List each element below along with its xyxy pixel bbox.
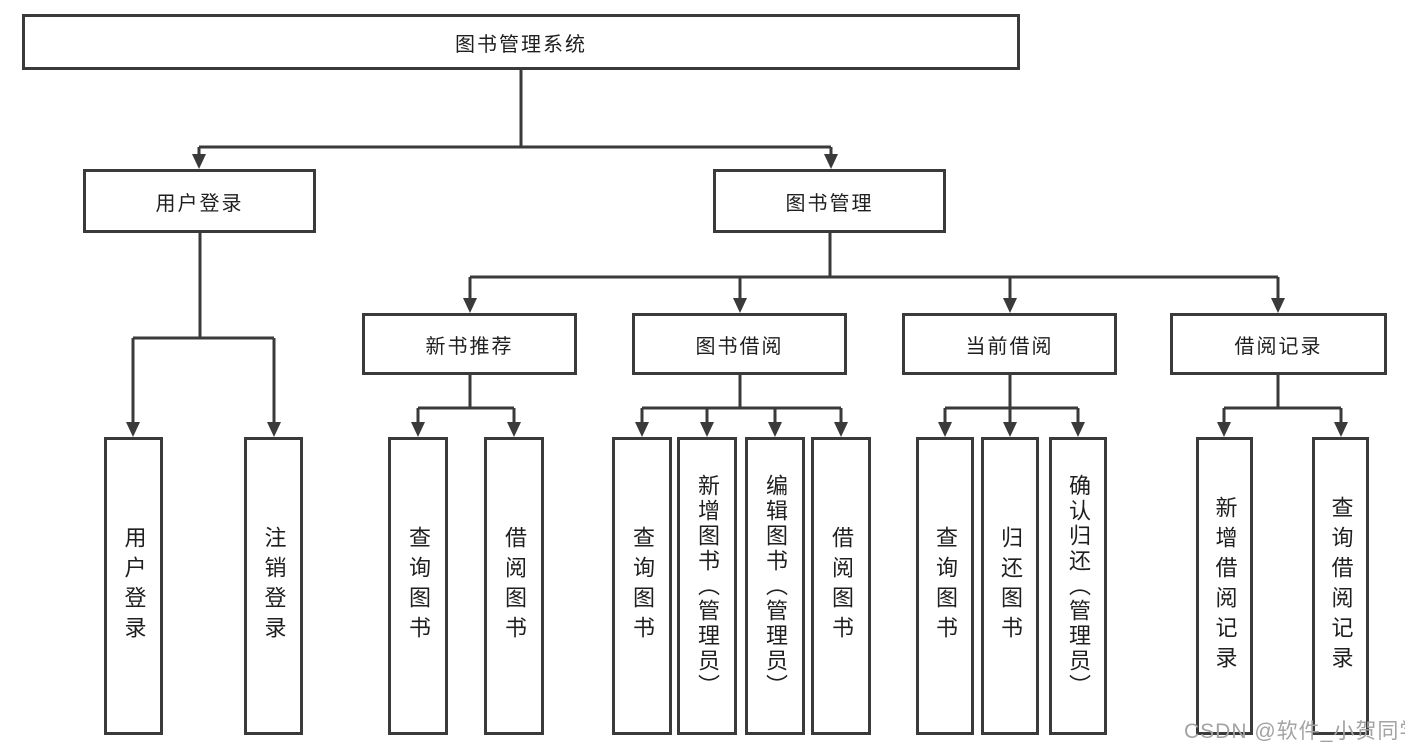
node-borrow-records: 借阅记录 — [1170, 313, 1387, 375]
leaf-query-books-recommend: 查询图书 — [388, 437, 448, 735]
down-arrow-icon — [1271, 298, 1285, 313]
down-arrow-icon — [635, 422, 649, 437]
down-arrow-icon — [1003, 298, 1017, 313]
connector-user-login-to-leaves — [126, 233, 281, 437]
connector-root-to-level2 — [192, 70, 838, 169]
down-arrow-icon — [126, 422, 140, 437]
leaf-query-books-borrow: 查询图书 — [612, 437, 672, 735]
connector-book-borrow-to-leaves — [635, 375, 848, 437]
node-book-borrow: 图书借阅 — [632, 313, 847, 375]
leaf-query-books-current: 查询图书 — [916, 437, 974, 735]
leaf-edit-books-admin: 编辑图书（管理员） — [745, 437, 805, 735]
down-arrow-icon — [411, 422, 425, 437]
down-arrow-icon — [507, 422, 521, 437]
down-arrow-icon — [192, 154, 206, 169]
down-arrow-icon — [938, 422, 952, 437]
down-arrow-icon — [267, 422, 281, 437]
connector-borrow-records-to-leaves — [1217, 375, 1348, 437]
down-arrow-icon — [1003, 422, 1017, 437]
leaf-borrow-books: 借阅图书 — [811, 437, 871, 735]
down-arrow-icon — [824, 154, 838, 169]
connector-new-book-recommend-to-leaves — [411, 375, 521, 437]
leaf-confirm-return-admin: 确认归还（管理员） — [1049, 437, 1107, 735]
down-arrow-icon — [733, 298, 747, 313]
down-arrow-icon — [1334, 422, 1348, 437]
node-root-library-management-system: 图书管理系统 — [22, 14, 1020, 70]
leaf-query-borrow-record: 查询借阅记录 — [1312, 437, 1369, 735]
down-arrow-icon — [463, 298, 477, 313]
down-arrow-icon — [834, 422, 848, 437]
leaf-add-books-admin: 新增图书（管理员） — [677, 437, 737, 735]
node-book-management: 图书管理 — [713, 169, 946, 233]
down-arrow-icon — [700, 422, 714, 437]
down-arrow-icon — [1217, 422, 1231, 437]
leaf-add-borrow-record: 新增借阅记录 — [1196, 437, 1253, 735]
leaf-logout: 注销登录 — [244, 437, 303, 735]
leaf-return-books: 归还图书 — [981, 437, 1039, 735]
node-user-login: 用户登录 — [83, 169, 316, 233]
csdn-watermark: CSDN @软件_小贺同学 — [1184, 720, 1405, 743]
node-new-book-recommend: 新书推荐 — [362, 313, 577, 375]
leaf-borrow-books-recommend: 借阅图书 — [484, 437, 544, 735]
down-arrow-icon — [768, 422, 782, 437]
connector-current-borrow-to-leaves — [938, 375, 1085, 437]
connector-book-management-to-level3 — [463, 233, 1285, 313]
node-current-borrow: 当前借阅 — [902, 313, 1117, 375]
leaf-user-login: 用户登录 — [104, 437, 163, 735]
down-arrow-icon — [1071, 422, 1085, 437]
